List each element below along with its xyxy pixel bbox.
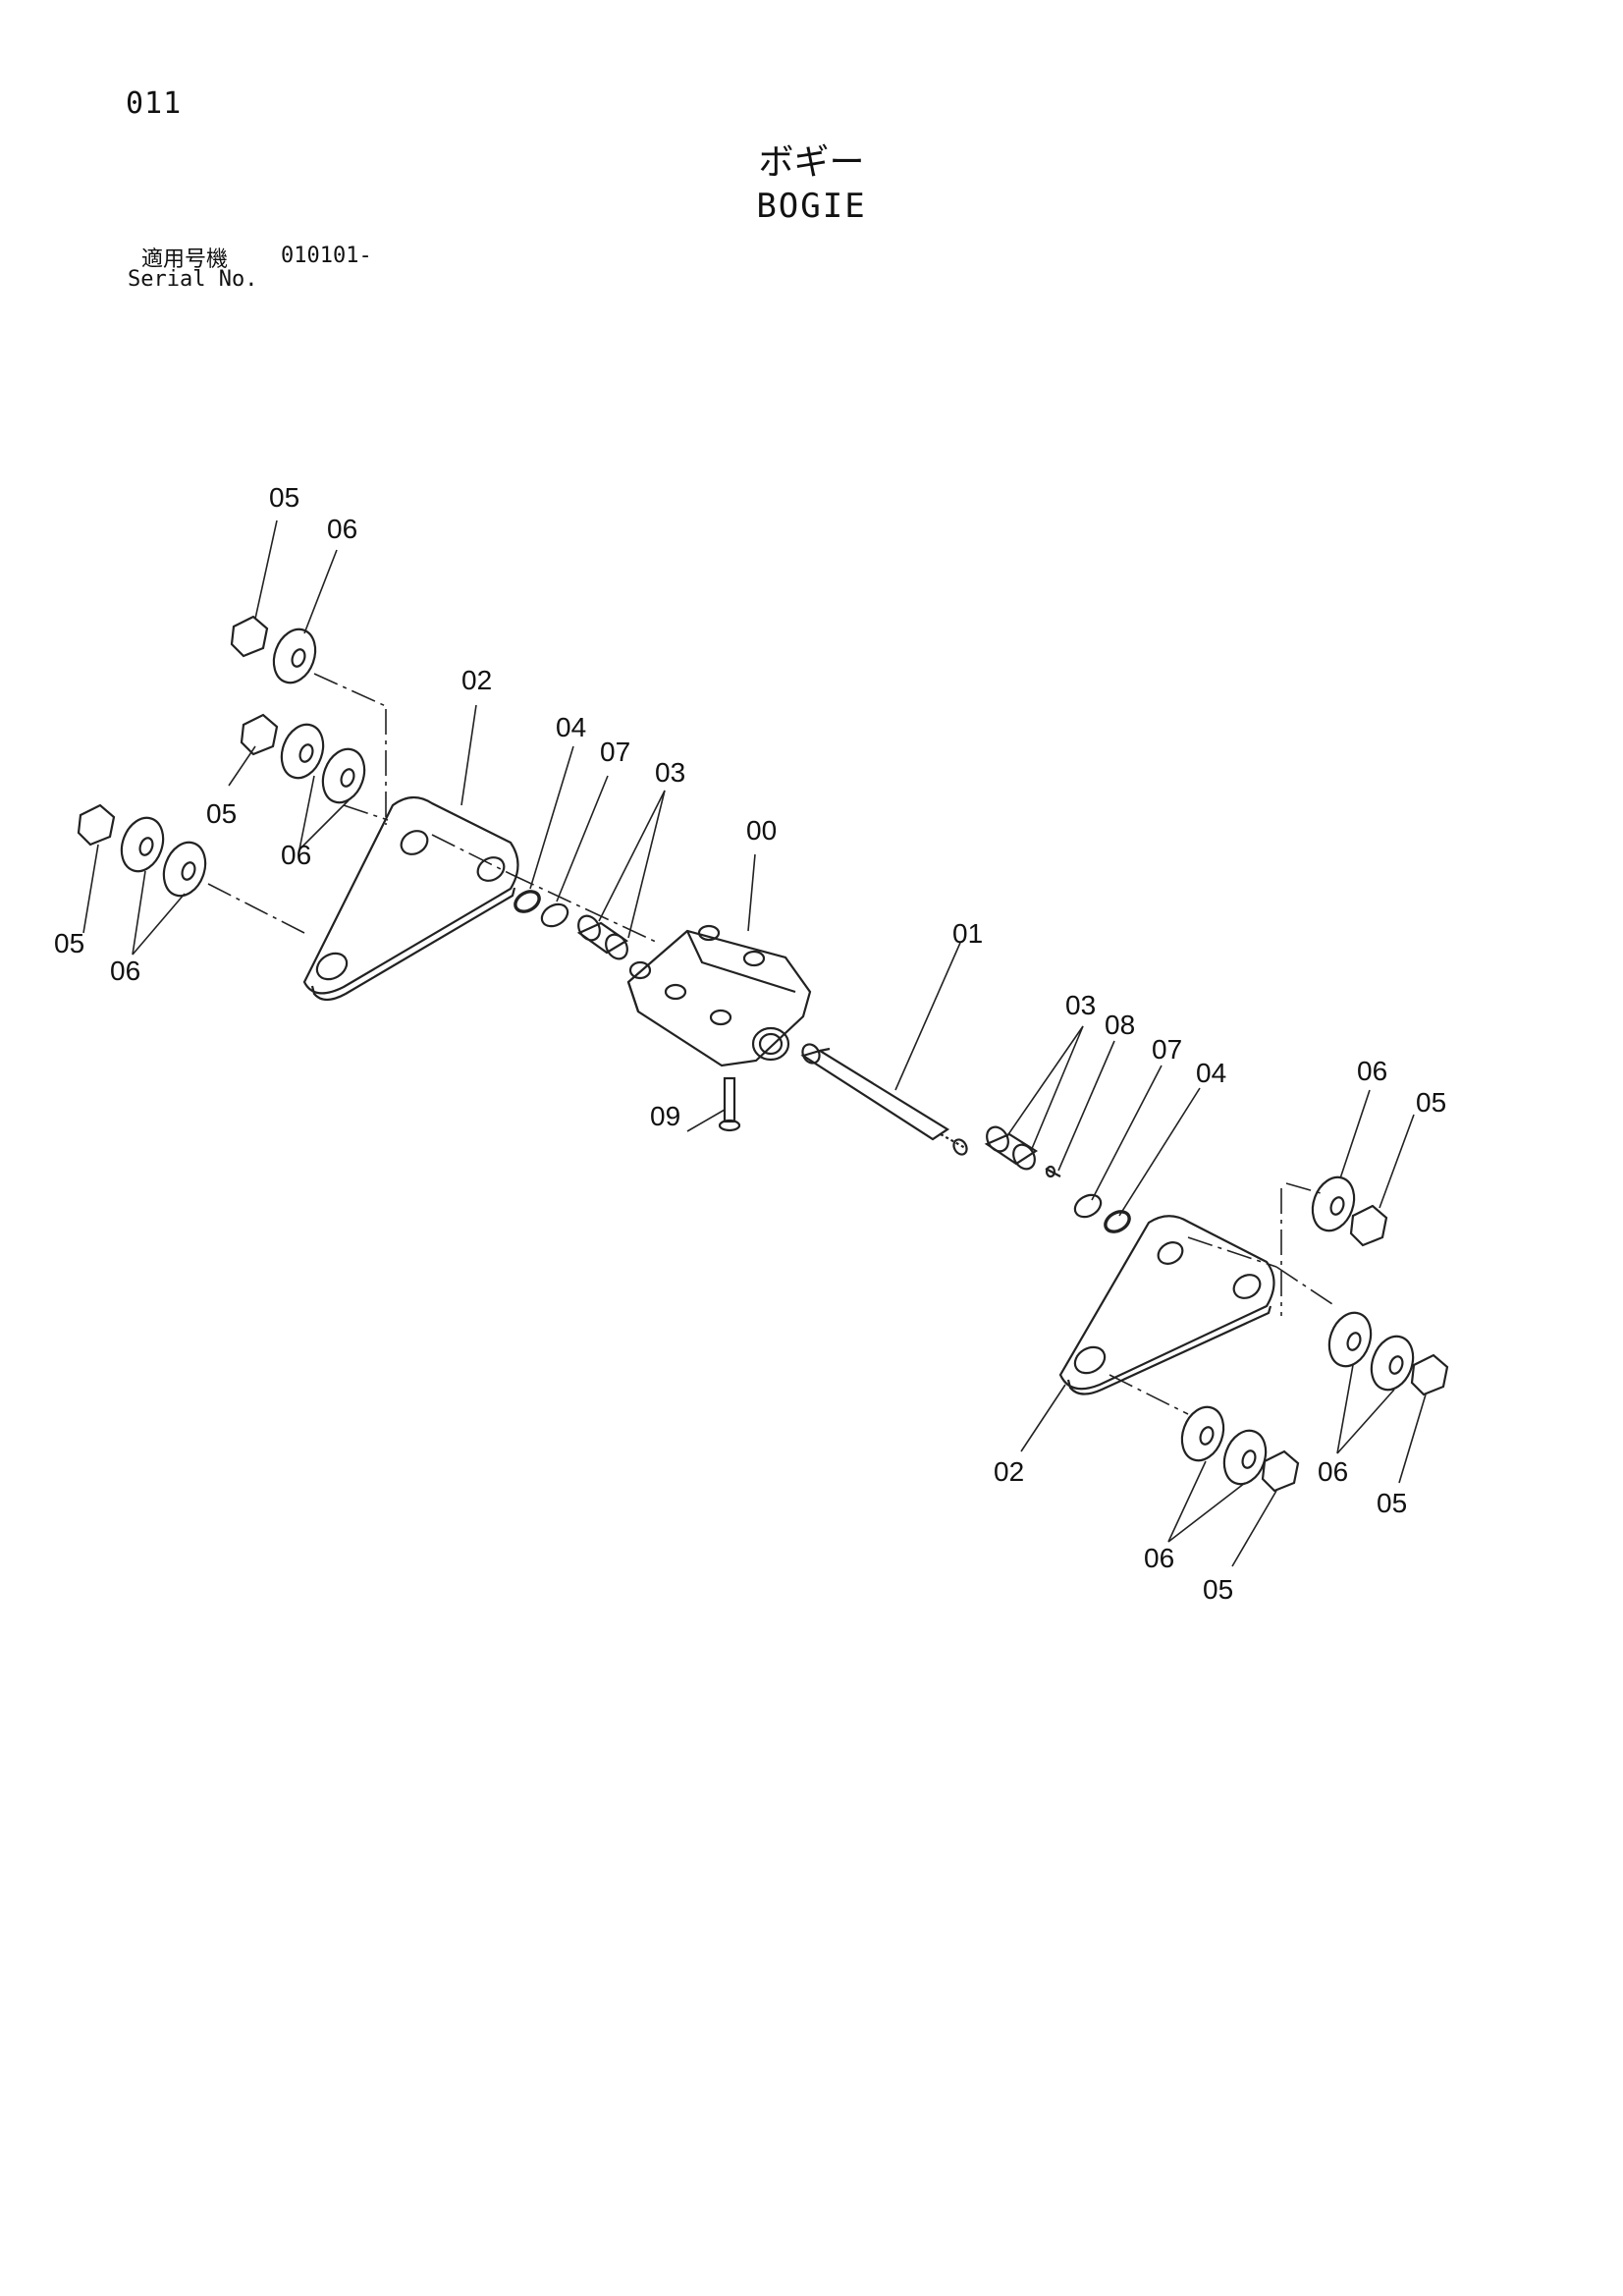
center-line-top-washer bbox=[313, 673, 389, 708]
center-line-right-lower bbox=[1109, 1374, 1189, 1415]
callout-06: 06 bbox=[281, 840, 311, 870]
pin-shaft bbox=[800, 1043, 968, 1156]
center-line-plate-hole bbox=[431, 834, 512, 875]
callout-02: 02 bbox=[461, 665, 492, 695]
callout-03: 03 bbox=[655, 757, 685, 788]
callout-05: 05 bbox=[1377, 1488, 1407, 1518]
callout-04: 04 bbox=[556, 712, 586, 742]
callout-06: 06 bbox=[1357, 1056, 1387, 1086]
callout-04: 04 bbox=[1196, 1058, 1226, 1088]
center-line-right-top bbox=[1285, 1182, 1322, 1194]
bolt bbox=[718, 1076, 741, 1132]
bushings bbox=[576, 914, 1039, 1171]
right-bracket-plate bbox=[1058, 1215, 1275, 1395]
callout-03: 03 bbox=[1065, 990, 1096, 1020]
title-japanese: ボギー bbox=[758, 142, 865, 183]
serial-label-english: Serial No. bbox=[128, 267, 258, 292]
callout-labels: 05 06 02 04 07 03 00 01 03 08 07 04 06 0… bbox=[54, 482, 1446, 1605]
bogie-body bbox=[626, 924, 812, 1067]
callout-02: 02 bbox=[994, 1456, 1024, 1487]
center-line-left-washer bbox=[207, 883, 305, 934]
o-rings bbox=[514, 890, 1131, 1233]
grease-fitting bbox=[1045, 1165, 1061, 1178]
callout-06: 06 bbox=[327, 514, 357, 544]
callout-08: 08 bbox=[1105, 1010, 1135, 1040]
center-line-right-plate bbox=[1187, 1236, 1277, 1268]
left-bracket-plate bbox=[302, 795, 519, 1002]
callout-06: 06 bbox=[110, 956, 140, 986]
washers bbox=[120, 628, 1415, 1486]
page-number: 011 bbox=[126, 86, 183, 121]
callout-09: 09 bbox=[650, 1101, 680, 1131]
callout-07: 07 bbox=[1152, 1034, 1182, 1065]
callout-05: 05 bbox=[54, 928, 84, 958]
callout-05: 05 bbox=[206, 798, 237, 829]
callout-06: 06 bbox=[1144, 1543, 1174, 1573]
callout-06: 06 bbox=[1318, 1456, 1348, 1487]
callout-01: 01 bbox=[952, 918, 983, 949]
center-line-right-washer bbox=[1275, 1266, 1336, 1307]
center-lines bbox=[207, 673, 1336, 1415]
nuts bbox=[77, 615, 1449, 1493]
callout-07: 07 bbox=[600, 737, 630, 767]
callout-00: 00 bbox=[746, 815, 777, 846]
callout-05: 05 bbox=[1203, 1574, 1233, 1605]
serial-label-japanese: 適用号機 bbox=[141, 247, 229, 272]
center-line-mid-washer bbox=[343, 804, 389, 821]
callout-05: 05 bbox=[1416, 1087, 1446, 1118]
serial-value: 010101- bbox=[281, 244, 372, 268]
callout-05: 05 bbox=[269, 482, 299, 513]
leader-lines bbox=[82, 519, 1427, 1567]
center-line-plate-to-pin bbox=[510, 873, 659, 944]
title-english: BOGIE bbox=[756, 187, 867, 226]
